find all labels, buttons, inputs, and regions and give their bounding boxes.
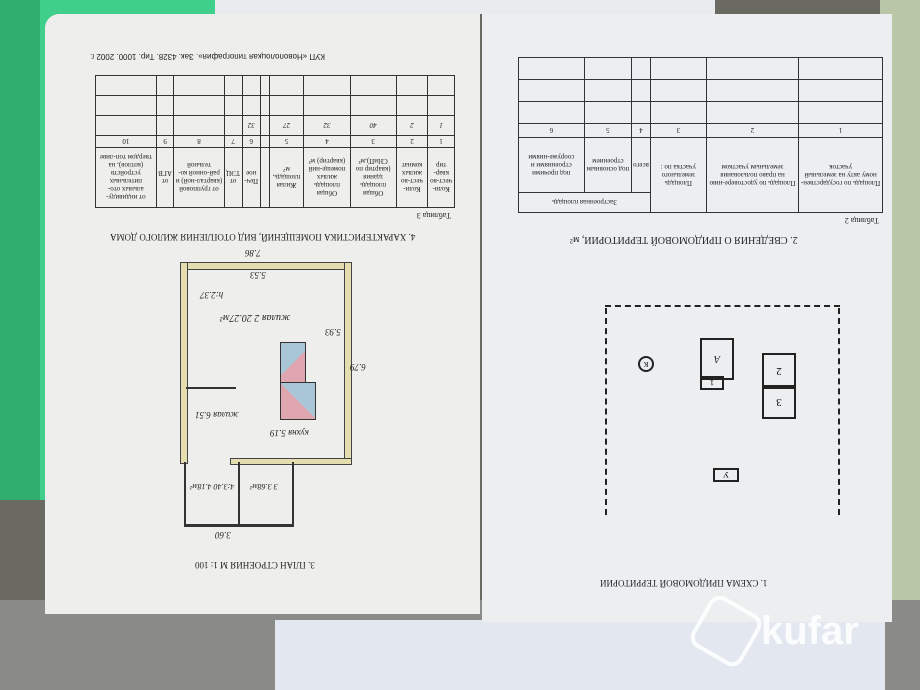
t3-cell: 1 bbox=[427, 115, 455, 136]
t3-h2: Коли-чест-во жилых комнат bbox=[396, 147, 428, 208]
t2-h3: Площадь земельного участка по : bbox=[650, 137, 707, 213]
boundary-left bbox=[605, 308, 607, 515]
room-label-living: жилая 6.51 bbox=[195, 410, 239, 420]
left-page bbox=[45, 14, 480, 614]
room-label-living2: жилая 2 20.27м² bbox=[220, 312, 291, 323]
background-paper-bottom bbox=[275, 620, 885, 690]
plan-partition bbox=[186, 387, 236, 389]
room-label-4: 4:3.40 4.18м² bbox=[190, 482, 235, 491]
t3-h9: от АГВ bbox=[156, 147, 174, 208]
background-paper-top bbox=[215, 0, 715, 14]
t2-h1: Площадь по государствен-ному акту на зем… bbox=[798, 137, 883, 213]
boundary-right bbox=[838, 308, 840, 515]
t3-h5: Жилая площадь, м² bbox=[269, 147, 304, 208]
printer-line: КУП «Новополоцкая типография». Зак. 4328… bbox=[90, 52, 325, 61]
table3-label: Таблица 3 bbox=[416, 211, 451, 220]
plan-veranda-bottom bbox=[184, 524, 294, 527]
site-building-2: 2 bbox=[762, 353, 796, 389]
room-label-kitchen: кухня 5.19 bbox=[270, 428, 309, 438]
t3-num: 5 bbox=[269, 135, 304, 148]
stove-icon bbox=[280, 342, 306, 384]
t3-spacer bbox=[260, 135, 270, 148]
dim-bottom: 3.60 bbox=[215, 530, 231, 540]
t3-cell: 40 bbox=[350, 115, 397, 136]
right-page bbox=[482, 14, 892, 622]
t2-num: 5 bbox=[584, 123, 632, 138]
site-toilet-U: У bbox=[713, 468, 739, 482]
t3-num: 1 bbox=[427, 135, 455, 148]
t3-cell bbox=[156, 115, 174, 136]
t3-num: 3 bbox=[350, 135, 397, 148]
site-building-1: 1 bbox=[700, 376, 724, 390]
room-label-3: 3 3.68м² bbox=[250, 482, 278, 491]
t3-h3: Общая площадь здания (квартир по СНиП),м… bbox=[350, 147, 397, 208]
dim-top: 7.86 bbox=[245, 248, 261, 258]
t3-num: 7 bbox=[224, 135, 243, 148]
table3-wrapper: Таблица 3 Коли-чест-во квар-тир Коли-чес… bbox=[95, 70, 455, 220]
plan-veranda-right bbox=[292, 462, 294, 527]
t3-h4: Общая площадь жилых помеще-ний (квартир)… bbox=[303, 147, 351, 208]
t3-cell: 32 bbox=[242, 115, 261, 136]
kufar-watermark: kufar bbox=[686, 591, 859, 671]
t3-h1: Коли-чест-во квар-тир bbox=[427, 147, 455, 208]
t3-num: 10 bbox=[95, 135, 157, 148]
t3-num: 6 bbox=[242, 135, 261, 148]
section1-title: 1. СХЕМА ПРИДОМОВОЙ ТЕРРИТОРИИ bbox=[600, 578, 768, 588]
t3-spacer bbox=[260, 115, 270, 136]
t3-num: 8 bbox=[173, 135, 225, 148]
t3-num: 4 bbox=[303, 135, 351, 148]
t3-spacer bbox=[260, 147, 270, 208]
t2-num: 6 bbox=[518, 123, 585, 138]
section2-title: 2. СВЕДЕНИЯ О ПРИДОМОВОЙ ТЕРРИТОРИИ, м² bbox=[570, 234, 798, 245]
t2-h4: всего bbox=[631, 137, 651, 193]
plan-veranda-partition bbox=[238, 462, 240, 524]
dim-top-inner: 5.53 bbox=[250, 270, 266, 280]
t2-group: Застроенная площадь bbox=[518, 192, 651, 213]
site-building-3: 3 bbox=[762, 385, 796, 419]
plan-wall-mid bbox=[230, 458, 352, 465]
t3-h8: от групповой (квартал-ной) и рай-онной к… bbox=[173, 147, 225, 208]
kufar-logo-icon bbox=[686, 591, 766, 671]
plan-veranda-left bbox=[184, 462, 186, 524]
t2-h2: Площадь по удостовере-нию на право польз… bbox=[706, 137, 799, 213]
table3: Коли-чест-во квар-тир Коли-чест-во жилых… bbox=[95, 75, 455, 208]
t3-cell: 27 bbox=[269, 115, 304, 136]
site-well-K: К bbox=[638, 356, 654, 372]
dim-right-inner: 5.93 bbox=[325, 327, 341, 337]
t2-num: 1 bbox=[798, 123, 883, 138]
t3-cell bbox=[224, 115, 243, 136]
table2: Площадь по государствен-ному акту на зем… bbox=[518, 57, 883, 213]
t3-h7: от ТЭЦ bbox=[224, 147, 243, 208]
section3-title: 3. ПЛАН СТРОЕНИЯ М 1: 100 bbox=[195, 560, 315, 570]
t3-num: 2 bbox=[396, 135, 428, 148]
site-scheme: А 1 2 3 У К bbox=[600, 300, 840, 515]
section4-title: 4. ХАРАКТЕРИСТИКА ПОМЕЩЕНИЙ, ВИД ОТОПЛЕН… bbox=[110, 232, 416, 242]
t3-num: 9 bbox=[156, 135, 174, 148]
table2-wrapper: Таблица 2 Площадь по государствен-ному а… bbox=[518, 50, 883, 225]
floor-plan: жилая 2 20.27м² h:2.37 жилая 6.51 кухня … bbox=[180, 248, 366, 540]
t2-num: 4 bbox=[631, 123, 651, 138]
plan-wall-top bbox=[180, 262, 352, 270]
background-green-shadow bbox=[0, 0, 40, 500]
t2-num: 3 bbox=[650, 123, 707, 138]
t3-h10: от индивиду-альных ото-пительных устройс… bbox=[95, 147, 157, 208]
t2-h6: под прочими строениями и сооруже-ниями bbox=[518, 137, 585, 193]
watermark-text: kufar bbox=[761, 608, 859, 653]
t3-cell bbox=[95, 115, 157, 136]
t3-cell bbox=[173, 115, 225, 136]
table2-label: Таблица 2 bbox=[844, 216, 879, 225]
t3-cell: 2 bbox=[396, 115, 428, 136]
site-house-A: А bbox=[700, 338, 734, 380]
t2-h5: под основным строением bbox=[584, 137, 632, 193]
plan-wall-left bbox=[180, 262, 188, 464]
t3-h6: Печ-ное bbox=[242, 147, 261, 208]
dim-right: 6.79 bbox=[350, 362, 366, 372]
t2-num: 2 bbox=[706, 123, 799, 138]
room-height: h:2.37 bbox=[200, 290, 224, 300]
boundary-top bbox=[605, 305, 840, 307]
chimney-icon bbox=[280, 382, 316, 420]
t3-cell: 32 bbox=[303, 115, 351, 136]
